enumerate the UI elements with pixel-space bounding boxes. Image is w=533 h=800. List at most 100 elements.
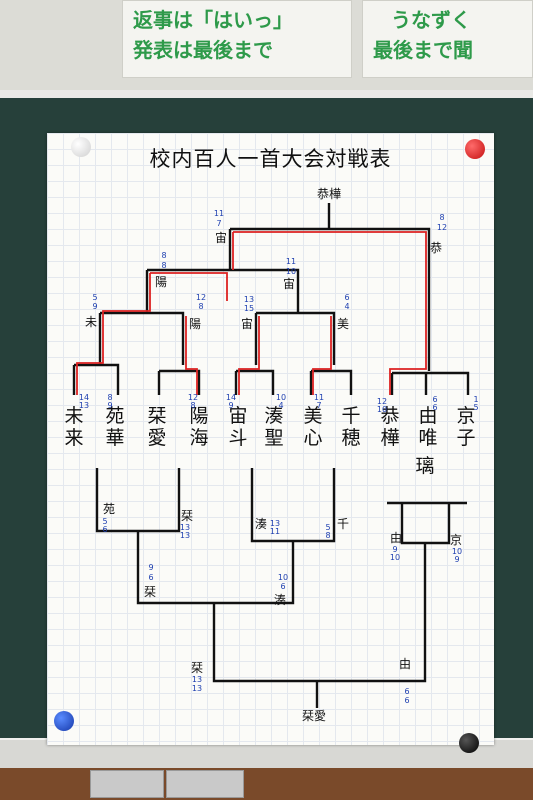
poster-title: 校内百人一首大会対戦表 — [149, 147, 392, 171]
line-lower-c — [400, 503, 451, 545]
score-first-7: 14 — [225, 393, 237, 402]
sign-right: うなずく 最後まで聞 — [362, 0, 533, 78]
upper-label-7: 宙 — [241, 317, 254, 331]
red-chu-path — [238, 316, 260, 395]
score-lower-20: 6 — [404, 696, 410, 705]
score-first-3: 8 — [107, 393, 113, 402]
line-r1d — [311, 369, 353, 395]
score-upper-2: 7 — [216, 219, 222, 228]
line-r1c — [236, 369, 275, 395]
runner-up-name: 栞愛 — [302, 709, 327, 723]
player-2-top: 苑 — [105, 405, 125, 427]
line-lower-final — [212, 543, 427, 683]
score-lower-1: 5 — [102, 517, 108, 526]
score-first-11: 11 — [313, 393, 325, 402]
score-lower-4: 13 — [179, 531, 191, 540]
score-upper-14: 15 — [243, 304, 255, 313]
score-lower-12: 9 — [454, 555, 460, 564]
line-upper-final — [230, 227, 431, 371]
player-9-top: 恭 — [380, 405, 400, 427]
sign-left: 返事は「はいっ」 発表は最後まで — [122, 0, 352, 78]
magnet-top-right — [465, 139, 485, 159]
eraser-1 — [90, 770, 164, 798]
score-lower-18: 13 — [191, 684, 203, 693]
player-11-top: 京 — [456, 405, 476, 427]
score-lower-7: 5 — [325, 523, 331, 532]
lower-label-3: 湊 — [255, 517, 268, 531]
lower-label-9: 栞 — [191, 661, 204, 675]
magnet-bottom-left — [54, 711, 74, 731]
score-upper-10: 9 — [92, 302, 98, 311]
score-lower-3: 13 — [179, 523, 191, 532]
red-mi-path — [312, 316, 332, 395]
player-3-bottom: 愛 — [147, 427, 167, 449]
score-first-14: 10 — [376, 405, 388, 414]
lower-label-5: 由 — [390, 531, 403, 545]
sign-right-line2: 最後まで聞 — [373, 38, 473, 62]
line-r1b — [159, 369, 201, 395]
score-first-2: 13 — [78, 401, 90, 410]
score-lower-8: 8 — [325, 531, 331, 540]
score-upper-13: 13 — [243, 295, 255, 304]
lower-label-10: 由 — [399, 657, 412, 671]
score-first-9: 10 — [275, 393, 287, 402]
line-r1e — [392, 371, 470, 395]
score-first-8: 9 — [228, 401, 234, 410]
score-lower-5: 13 — [269, 519, 281, 528]
red-chu-path-2 — [185, 316, 198, 395]
player-6-top: 湊 — [264, 405, 284, 427]
player-5-bottom: 斗 — [228, 427, 248, 449]
score-lower-11: 10 — [451, 547, 463, 556]
score-upper-9: 5 — [92, 293, 98, 302]
score-first-4: 9 — [107, 401, 113, 410]
upper-label-1: 宙 — [215, 231, 228, 245]
score-lower-14: 6 — [148, 573, 154, 582]
lower-label-1: 苑 — [103, 502, 116, 516]
sign-left-line2: 発表は最後まで — [133, 38, 273, 62]
score-lower-19: 6 — [404, 687, 410, 696]
score-lower-16: 6 — [280, 582, 286, 591]
player-9-bottom: 樺 — [380, 427, 400, 449]
score-first-13: 12 — [376, 397, 388, 406]
player-7-bottom: 心 — [303, 427, 323, 449]
player-1-top: 未 — [64, 405, 84, 427]
line-lower-semi — [136, 531, 295, 605]
player-10-bottom: 唯 — [418, 427, 438, 449]
upper-label-6: 陽 — [189, 317, 202, 331]
tournament-poster: 校内百人一首大会対戦表 — [47, 133, 494, 753]
score-upper-7: 11 — [285, 257, 297, 266]
score-upper-12: 8 — [198, 302, 204, 311]
player-11-bottom: 子 — [456, 427, 476, 449]
score-lower-2: 6 — [102, 525, 108, 534]
player-5-top: 宙 — [228, 405, 248, 427]
score-upper-16: 4 — [344, 302, 350, 311]
score-first-6: 8 — [190, 401, 196, 410]
player-3-top: 栞 — [147, 405, 167, 427]
score-first-15: 6 — [432, 395, 438, 404]
score-upper-6: 8 — [161, 261, 167, 270]
magnet-bottom-right — [459, 733, 479, 753]
line-q1 — [100, 311, 185, 365]
player-4-bottom: 海 — [189, 427, 209, 449]
score-lower-10: 10 — [389, 553, 401, 562]
lower-label-6: 京 — [450, 533, 463, 547]
board-frame — [0, 90, 533, 100]
score-upper-3: 8 — [439, 213, 445, 222]
line-semi-upper — [147, 268, 300, 313]
lower-label-7: 栞 — [144, 585, 157, 599]
red-yang-path-2 — [150, 272, 228, 301]
score-upper-1: 11 — [213, 209, 225, 218]
floor — [0, 768, 533, 800]
player-2-bottom: 華 — [105, 427, 125, 449]
line-q2 — [256, 311, 336, 365]
score-upper-4: 12 — [436, 223, 448, 232]
score-lower-15: 10 — [277, 573, 289, 582]
score-first-18: 5 — [473, 403, 479, 412]
bracket-lines — [72, 203, 470, 708]
magnet-top-left — [71, 137, 91, 157]
score-lower-9: 9 — [392, 545, 398, 554]
lower-label-8: 湊 — [274, 593, 287, 607]
score-first-10: 4 — [278, 401, 284, 410]
player-7-top: 美 — [303, 405, 323, 427]
sign-left-line1: 返事は「はいっ」 — [133, 8, 293, 32]
